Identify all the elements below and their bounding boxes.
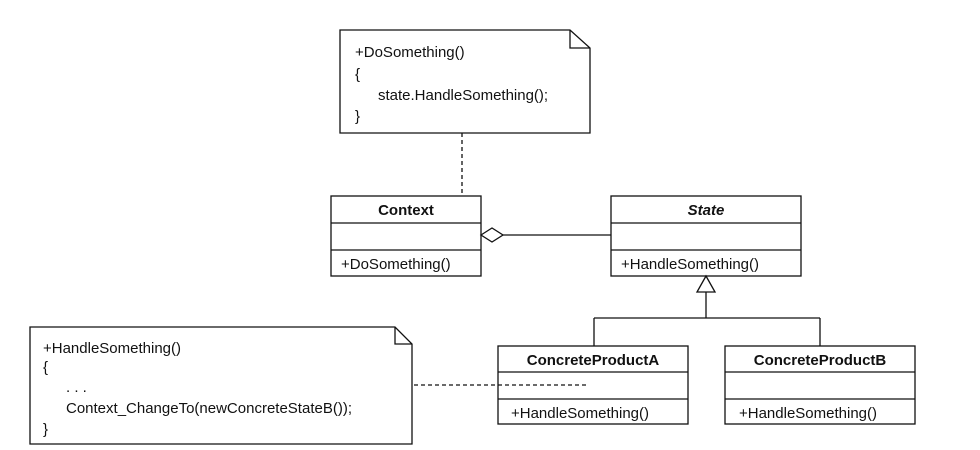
method-do-something: +DoSomething() bbox=[341, 256, 451, 273]
aggregation-diamond-icon bbox=[479, 227, 505, 243]
inheritance-connector bbox=[593, 274, 821, 346]
note-line: } bbox=[43, 421, 48, 438]
note-line: } bbox=[355, 108, 360, 125]
note-line: { bbox=[43, 359, 48, 376]
concrete-product-b-class: ConcreteProductB +HandleSomething() bbox=[724, 345, 916, 425]
context-class: Context +DoSomething() bbox=[330, 195, 482, 277]
note-line: { bbox=[355, 66, 360, 83]
method-handle-something: +HandleSomething() bbox=[511, 405, 649, 422]
note-line: Context_ChangeTo(newConcreteStateB()); bbox=[66, 400, 352, 417]
inheritance-triangle-icon bbox=[695, 274, 717, 293]
class-name-context: Context bbox=[378, 202, 434, 219]
class-name-state: State bbox=[688, 202, 725, 219]
aggregation-connector bbox=[479, 227, 611, 243]
note-line: . . . bbox=[66, 379, 87, 396]
method-handle-something: +HandleSomething() bbox=[739, 405, 877, 422]
context-note: +DoSomething() { state.HandleSomething()… bbox=[339, 29, 591, 134]
state-class: State +HandleSomething() bbox=[610, 195, 802, 277]
method-handle-something: +HandleSomething() bbox=[621, 256, 759, 273]
note-line: state.HandleSomething(); bbox=[378, 87, 548, 104]
class-name-concrete-a: ConcreteProductA bbox=[527, 352, 660, 369]
concrete-product-a-class: ConcreteProductA +HandleSomething() bbox=[497, 345, 689, 425]
class-name-concrete-b: ConcreteProductB bbox=[754, 352, 887, 369]
note-line: +DoSomething() bbox=[355, 44, 465, 61]
note-line: +HandleSomething() bbox=[43, 340, 181, 357]
concrete-note: +HandleSomething() { . . . Context_Chang… bbox=[29, 326, 413, 445]
